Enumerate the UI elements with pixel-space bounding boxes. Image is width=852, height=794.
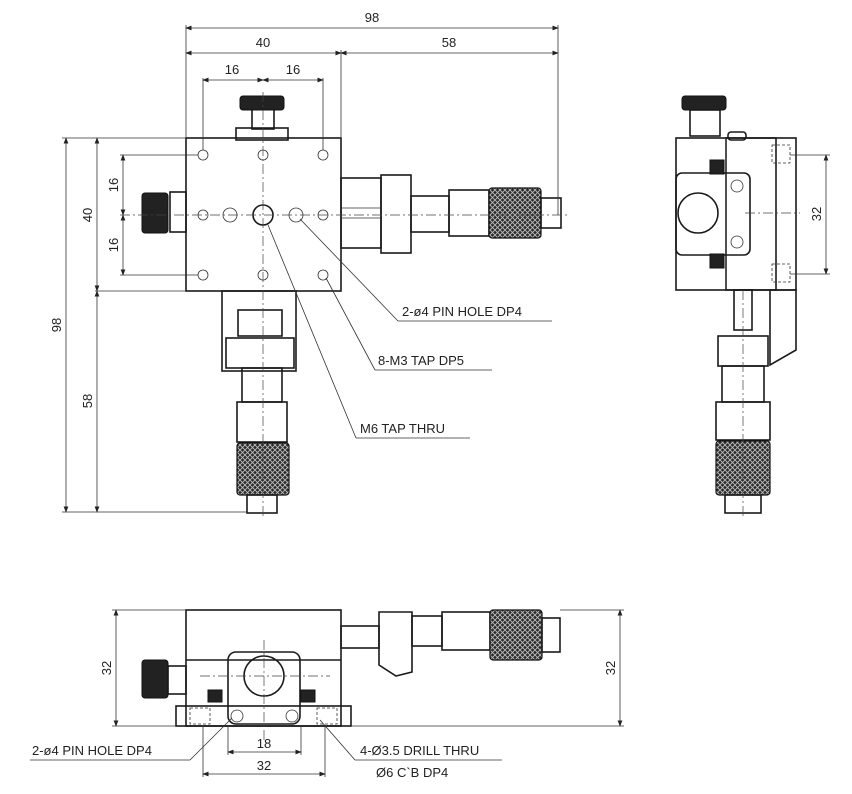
callout-tap-m6: M6 TAP THRU	[360, 421, 445, 436]
top-callouts: 2-ø4 PIN HOLE DP4 8-M3 TAP DP5 M6 TAP TH…	[267, 218, 552, 439]
top-dimensions: 98 40 58 16 16	[185, 10, 559, 215]
callout-pin-hole-top: 2-ø4 PIN HOLE DP4	[402, 304, 522, 319]
dim-top-right: 58	[442, 35, 456, 50]
callout-drill-line1: 4-Ø3.5 DRILL THRU	[360, 743, 479, 758]
dim-left-upper: 40	[80, 208, 95, 222]
dim-left-total: 98	[49, 318, 64, 332]
dim-front-height-right: 32	[603, 661, 618, 675]
dim-top-total: 98	[365, 10, 379, 25]
bottom-micrometer	[221, 290, 297, 514]
dim-front-width: 32	[257, 758, 271, 773]
dim-left-lower: 58	[80, 394, 95, 408]
top-view	[120, 92, 568, 518]
side-view: 32	[675, 95, 830, 518]
callout-drill-line2: Ø6 C`B DP4	[376, 765, 448, 780]
dim-top-left: 40	[256, 35, 270, 50]
dim-front-height-left: 32	[99, 661, 114, 675]
dim-hole-spacing-a: 16	[225, 62, 239, 77]
callout-pin-hole-front: 2-ø4 PIN HOLE DP4	[32, 743, 152, 758]
left-dimensions: 98 40 58 16 16	[49, 137, 247, 513]
front-view: 32 32 18 32 2-ø4 PIN HOLE DP4 4-Ø3.5 DRI…	[30, 609, 624, 780]
dim-side-height: 32	[809, 207, 824, 221]
dim-left-pitch-b: 16	[106, 238, 121, 252]
dim-hole-spacing-b: 16	[286, 62, 300, 77]
dim-left-pitch-a: 16	[106, 178, 121, 192]
callout-tap-m3: 8-M3 TAP DP5	[378, 353, 464, 368]
right-micrometer	[340, 174, 562, 254]
dim-front-pin-spacing: 18	[257, 736, 271, 751]
